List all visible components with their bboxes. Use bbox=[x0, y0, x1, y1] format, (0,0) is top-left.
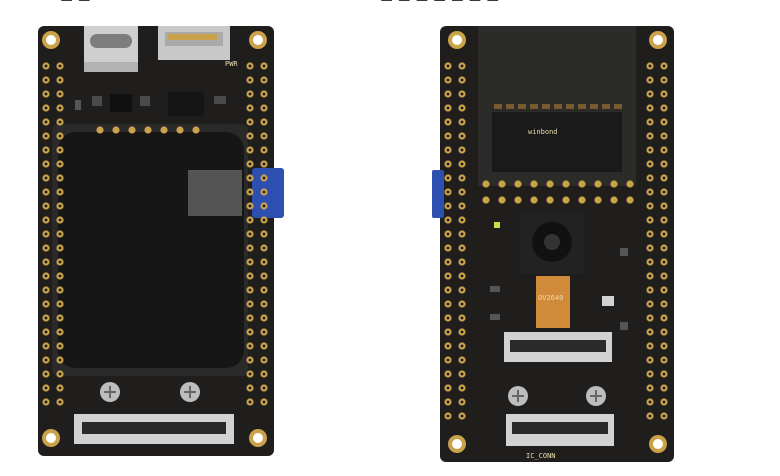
top-caption-right: ▬ ▬ ▬ ▬ ▬ ▬ ▬ bbox=[380, 0, 499, 6]
sd-card-right bbox=[432, 170, 444, 218]
memory-chip bbox=[492, 112, 622, 172]
bottom-silk: IC_CONN bbox=[526, 452, 556, 460]
lcd-display bbox=[52, 124, 248, 376]
screw bbox=[180, 382, 200, 402]
chip-silk: winbond bbox=[528, 128, 558, 136]
fpc-connector-left bbox=[74, 414, 234, 444]
left-board: PWR bbox=[38, 26, 284, 456]
microsd-slot bbox=[158, 26, 230, 60]
top-caption-left: ▬ ▬ bbox=[60, 0, 91, 6]
usb-c-connector bbox=[84, 26, 138, 72]
button bbox=[602, 296, 614, 306]
fpc-connector-bottom bbox=[506, 414, 614, 446]
sd-card-left bbox=[252, 168, 284, 218]
fpc-connector-mid bbox=[504, 332, 612, 362]
screw bbox=[508, 386, 528, 406]
smd-components bbox=[75, 92, 226, 116]
led bbox=[494, 222, 500, 228]
lcd-pad-row bbox=[96, 126, 200, 134]
silk-pwr: PWR bbox=[225, 60, 238, 68]
smd-resistor-row bbox=[494, 104, 622, 109]
screw bbox=[100, 382, 120, 402]
header-row bbox=[482, 180, 634, 204]
smd-small bbox=[490, 248, 628, 330]
camera-label: OV2640 bbox=[538, 294, 563, 302]
right-board: winbond OV2640 bbox=[432, 26, 674, 462]
pin-pads bbox=[42, 62, 668, 420]
camera-module: OV2640 bbox=[520, 212, 584, 328]
screw bbox=[586, 386, 606, 406]
